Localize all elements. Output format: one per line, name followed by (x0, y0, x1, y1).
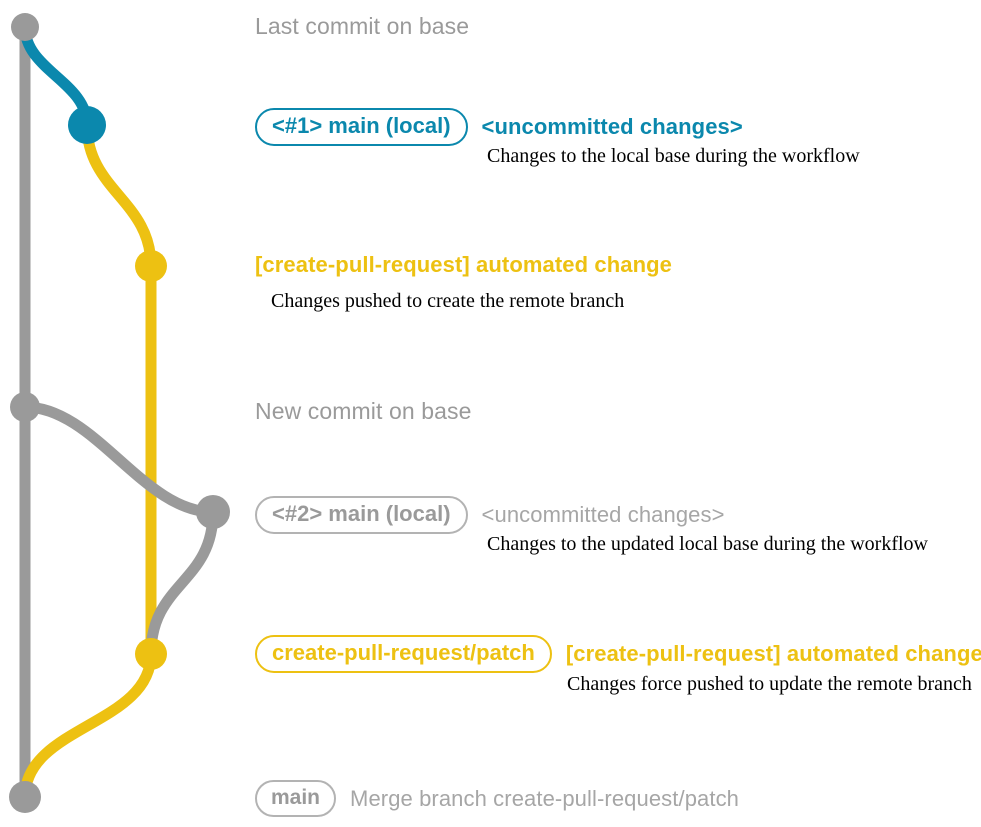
branch-badge-local-main-2[interactable]: <#2> main (local) (255, 496, 468, 534)
entry-merge-commit: main Merge branch create-pull-request/pa… (255, 780, 739, 817)
branch-badge-main[interactable]: main (255, 780, 337, 817)
edge-remote-update-to-merge (19, 648, 157, 803)
heading-last-commit-on-base: Last commit on base (255, 13, 470, 39)
commit-node-local-1[interactable] (68, 106, 106, 144)
commit-description-local-main-1: Changes to the local base during the wor… (487, 145, 860, 167)
commit-node-remote-update[interactable] (135, 638, 167, 670)
commit-node-merge[interactable] (9, 781, 41, 813)
commit-subject-automated-change-update: [create-pull-request] automated change (565, 641, 981, 666)
entry-automated-change-create: [create-pull-request] automated change (255, 252, 672, 278)
commit-description-automated-change-create: Changes pushed to create the remote bran… (271, 290, 625, 312)
entry-last-commit-on-base: Last commit on base (255, 13, 469, 40)
heading-new-commit-on-base: New commit on base (255, 398, 472, 424)
edge-basenew-to-local2 (19, 401, 219, 518)
commit-node-base-head[interactable] (11, 13, 39, 41)
commit-nodes (9, 13, 230, 813)
branch-badge-local-main-1[interactable]: <#1> main (local) (255, 108, 468, 146)
commit-node-local-2[interactable] (196, 495, 230, 529)
commit-node-remote-create[interactable] (135, 250, 167, 282)
entry-new-commit-on-base: New commit on base (255, 398, 472, 425)
branch-badge-create-pull-request-patch[interactable]: create-pull-request/patch (255, 635, 552, 673)
entry-automated-change-update: create-pull-request/patch [create-pull-r… (255, 635, 981, 673)
commit-description-local-main-2: Changes to the updated local base during… (487, 533, 928, 555)
entry-local-main-1: <#1> main (local) <uncommitted changes> (255, 108, 743, 146)
commit-subject-merge: Merge branch create-pull-request/patch (350, 785, 740, 811)
edge-local2-to-remote-update (145, 506, 219, 660)
entry-local-main-2: <#2> main (local) <uncommitted changes> (255, 496, 725, 534)
edge-local1-to-remote-create (81, 119, 157, 272)
commit-description-automated-change-update: Changes force pushed to update the remot… (567, 673, 972, 695)
commit-subject-local-main-2: <uncommitted changes> (481, 502, 725, 527)
commit-subject-automated-change-create: [create-pull-request] automated change (255, 252, 672, 277)
commit-subject-local-main-1: <uncommitted changes> (481, 114, 743, 139)
commit-node-base-new[interactable] (10, 392, 40, 422)
